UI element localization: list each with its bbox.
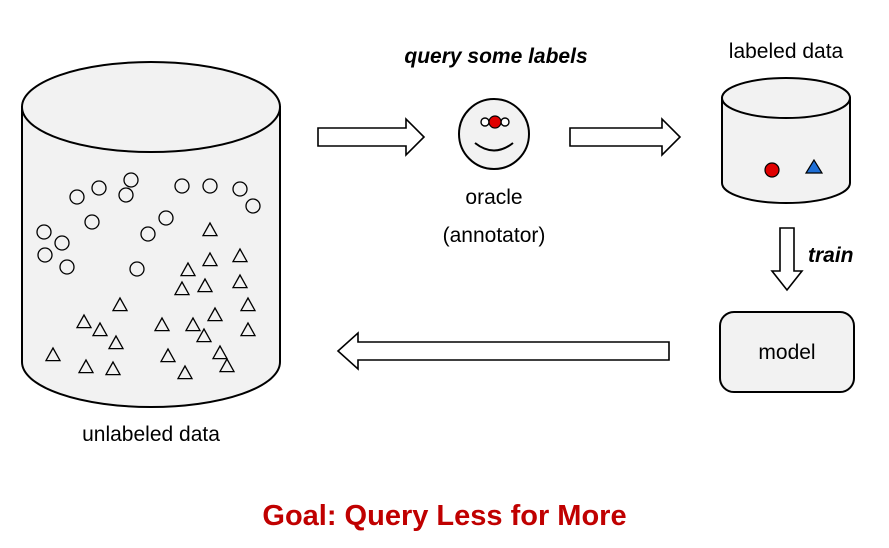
unlabeled-triangle [201,251,219,267]
unlabeled-triangle [104,360,122,376]
labeled-data-label: labeled data [728,40,844,63]
unlabeled-triangle [184,316,202,332]
unlabeled-circle [232,181,248,197]
blue-triangle-icon [804,158,824,174]
unlabeled-triangle [201,221,219,237]
unlabeled-circle [123,172,139,188]
unlabeled-triangle [206,306,224,322]
unlabeled-triangle [211,344,229,360]
unlabeled-triangle [195,327,213,343]
unlabeled-circle [37,247,53,263]
unlabeled-circles [36,172,261,277]
train-arrow [770,227,804,292]
unlabeled-triangle [196,277,214,293]
unlabeled-triangle [77,358,95,374]
unlabeled-circle [118,187,134,203]
unlabeled-triangle [179,261,197,277]
model-box [719,311,855,393]
unlabeled-triangle [239,321,257,337]
unlabeled-circle [129,261,145,277]
unlabeled-data-label: unlabeled data [82,423,220,446]
arrow-to-labeled-data [569,117,682,157]
annotator-label: (annotator) [442,224,546,247]
unlabeled-triangle [231,247,249,263]
unlabeled-circle [202,178,218,194]
oracle-label: oracle [465,186,523,209]
unlabeled-triangle [231,273,249,289]
unlabeled-triangle [218,357,236,373]
unlabeled-triangle [44,346,62,362]
unlabeled-triangles [44,221,257,380]
unlabeled-triangle [75,313,93,329]
arrow-back-to-unlabeled [336,331,670,371]
unlabeled-triangle [111,296,129,312]
unlabeled-circle [54,235,70,251]
labeled-data-cylinder [721,77,851,204]
unlabeled-triangle [176,364,194,380]
train-label: train [808,244,854,267]
unlabeled-triangle [107,334,125,350]
query-label: query some labels [404,45,588,68]
unlabeled-circle [158,210,174,226]
oracle-face-icon [458,98,530,170]
unlabeled-triangle [159,347,177,363]
red-circle-icon [764,162,780,178]
arrow-to-oracle [317,117,426,157]
unlabeled-triangle [153,316,171,332]
unlabeled-circle [69,189,85,205]
model-label: model [758,341,816,364]
unlabeled-data-cylinder [21,61,281,408]
unlabeled-circle [174,178,190,194]
unlabeled-triangle [173,280,191,296]
unlabeled-circle [91,180,107,196]
unlabeled-triangle [91,321,109,337]
goal-title: Goal: Query Less for More [262,500,627,532]
unlabeled-circle [36,224,52,240]
unlabeled-circle [84,214,100,230]
unlabeled-circle [59,259,75,275]
unlabeled-circle [245,198,261,214]
unlabeled-triangle [239,296,257,312]
unlabeled-circle [140,226,156,242]
